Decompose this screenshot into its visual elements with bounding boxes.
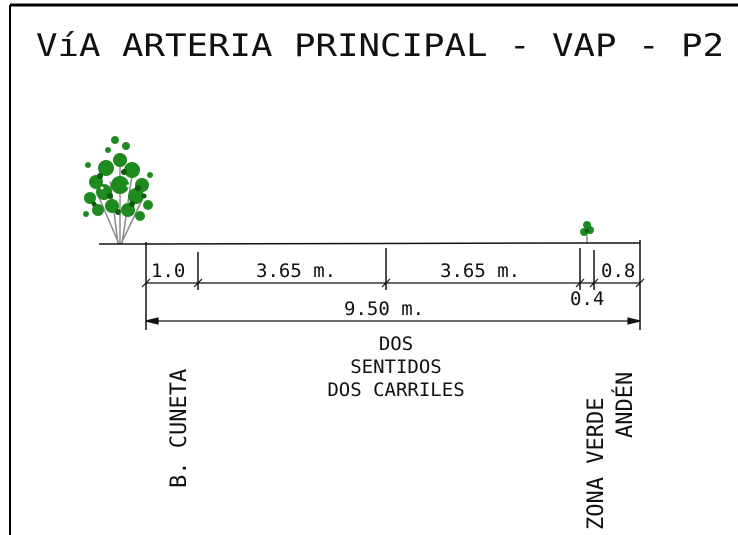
label-center-line2: SENTIDOS xyxy=(350,356,442,378)
dim-total: 9.50 m. xyxy=(344,298,424,320)
drawing-title: VíA ARTERIA PRINCIPAL - VAP - P2 xyxy=(36,28,724,64)
label-anden: ANDÉN xyxy=(612,372,638,438)
label-zona-verde: ZONA VERDE xyxy=(584,398,609,530)
tree-small-icon xyxy=(580,221,594,243)
dim-lane-right: 3.65 m. xyxy=(440,260,520,282)
dimension-line-total xyxy=(145,317,641,325)
dim-anden: 0.8 xyxy=(601,260,635,282)
label-b-cuneta: B. CUNETA xyxy=(167,369,192,488)
label-center-line3: DOS CARRILES xyxy=(327,379,464,401)
dim-lane-left: 3.65 m. xyxy=(256,260,336,282)
dim-cuneta: 1.0 xyxy=(151,260,185,282)
dimension-line-upper xyxy=(141,278,645,288)
tree-large-icon xyxy=(83,136,153,245)
road-profile xyxy=(99,240,641,330)
dim-zona-verde: 0.4 xyxy=(570,288,604,310)
label-center-line1: DOS xyxy=(379,333,413,355)
